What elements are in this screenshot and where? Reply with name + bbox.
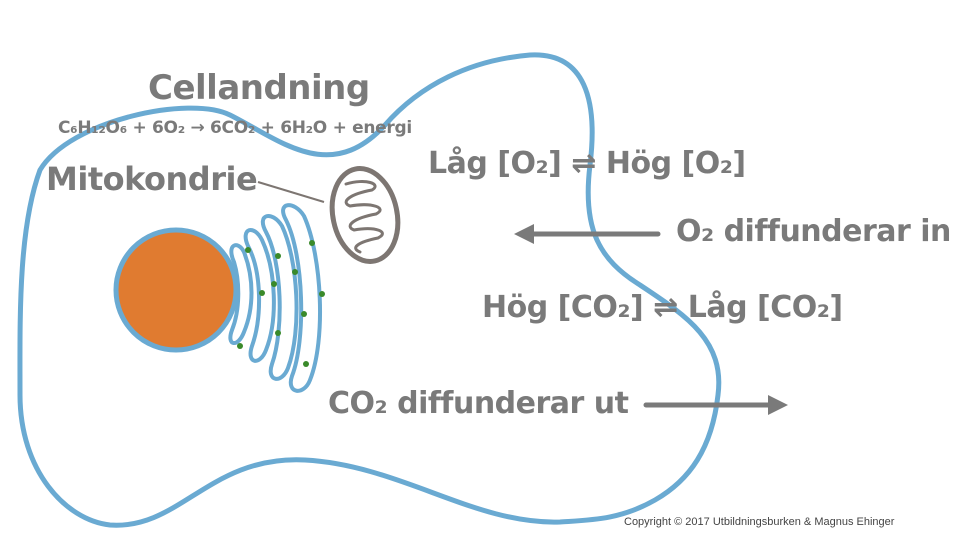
co2-diffusion-label: CO₂ diffunderar ut: [328, 386, 629, 421]
mitochondrion-label: Mitokondrie: [46, 160, 258, 198]
arrow-left-icon: [514, 224, 661, 244]
diagram-title: Cellandning: [148, 68, 370, 108]
oxygen-equilibrium-label: Låg [O₂] ⇌ Hög [O₂]: [428, 146, 746, 181]
respiration-formula: C₆H₁₂O₆ + 6O₂ → 6CO₂ + 6H₂O + energi: [58, 118, 412, 138]
cell-membrane: [17, 52, 722, 528]
nucleus: [113, 227, 239, 353]
oxygen-diffusion-label: O₂ diffunderar in: [676, 214, 951, 249]
ribosomes: [237, 240, 325, 367]
endoplasmic-reticulum: [228, 203, 323, 393]
copyright-notice: Copyright © 2017 Utbildningsburken & Mag…: [624, 516, 895, 528]
mitochondrion: [257, 166, 401, 264]
arrow-right-icon: [643, 395, 788, 415]
co2-equilibrium-label: Hög [CO₂] ⇌ Låg [CO₂]: [482, 290, 843, 325]
